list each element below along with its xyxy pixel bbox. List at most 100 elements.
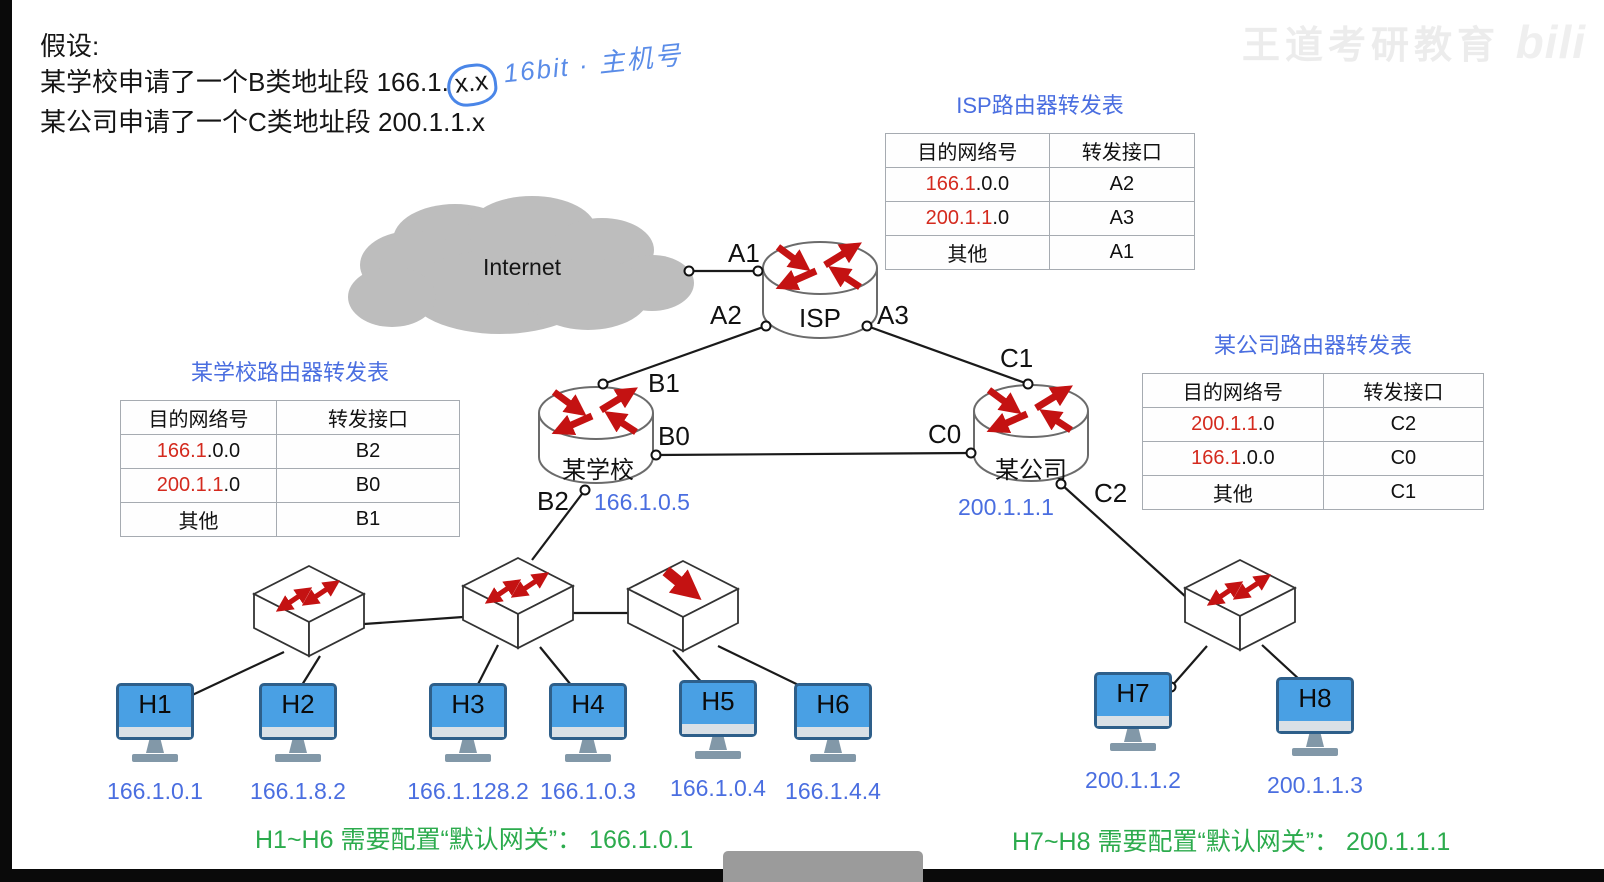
computer-icon: H4 [549,683,627,740]
col-header-iface: 转发接口 [1048,133,1196,168]
port-label-a1: A1 [728,238,760,268]
iface-cell: C2 [1322,407,1485,442]
computer-icon: H1 [116,683,194,740]
iface-cell: C0 [1322,441,1485,476]
iface-cell: A1 [1048,235,1196,270]
host-ip: 166.1.8.2 [250,778,346,804]
table-row: 其他 C1 [1142,475,1485,510]
port-label-b1: B1 [648,368,680,398]
table-row: 200.1.1.0 A3 [885,201,1196,236]
table-row: 200.1.1.0 B0 [120,468,461,503]
iface-cell: B2 [275,434,461,469]
host-name: H8 [1298,683,1332,713]
host-ip: 200.1.1.3 [1267,772,1363,798]
host-ip: 166.1.0.1 [107,778,203,804]
assumption-line1-text: 某学校申请了一个B类地址段 166.1. [40,67,449,97]
table-row: 其他 A1 [885,235,1196,270]
table-row: 166.1.0.0 C0 [1142,441,1485,476]
dest-cell: 200.1.1.0 [120,468,277,503]
col-header-iface: 转发接口 [1322,373,1485,408]
link-a3-c1 [866,324,1029,386]
dest-cell: 200.1.1.0 [1142,407,1324,442]
iface-cell: A2 [1048,167,1196,202]
internet-label: Internet [483,254,561,280]
host-h1: H1 166.1.0.1 [100,683,210,805]
port-label-a2: A2 [710,300,742,330]
link-switch1-h1 [187,651,285,698]
host-h3: H3 166.1.128.2 [407,683,529,805]
switch-icon-company [1185,560,1295,650]
iface-cell: B0 [275,468,461,503]
host-h2: H2 166.1.8.2 [243,683,353,805]
school-router-ip: 166.1.0.5 [594,489,690,515]
host-ip: 166.1.4.4 [785,778,881,804]
dest-cell: 166.1.0.0 [120,434,277,469]
dest-cell: 166.1.0.0 [885,167,1050,202]
iface-cell: C1 [1322,475,1485,510]
school-forwarding-table: 某学校路由器转发表 目的网络号 转发接口 166.1.0.0 B2 200.1.… [120,355,461,537]
port-label-c1: C1 [1000,343,1034,373]
col-header-dest: 目的网络号 [120,400,277,435]
host-ip: 166.1.128.2 [407,778,529,804]
switch-icon-school-2 [463,558,573,648]
company-router-ip: 200.1.1.1 [958,494,1054,520]
assumption-line2: 某公司申请了一个C类地址段 200.1.1.x [40,107,485,137]
assumption-heading: 假设: [40,31,100,61]
link-c2-switch4 [1060,483,1187,598]
isp-forwarding-table: ISP路由器转发表 目的网络号 转发接口 166.1.0.0 A2 200.1.… [885,88,1196,270]
isp-router-label: ISP [799,303,841,333]
port-label-b2: B2 [537,486,569,516]
computer-icon: H8 [1276,677,1354,734]
link-switch4-h7 [1170,645,1208,688]
host-ip: 166.1.0.3 [540,778,636,804]
dest-cell: 其他 [885,235,1050,270]
company-router-label: 某公司 [995,457,1067,484]
school-router-label: 某学校 [562,457,634,484]
dest-cell: 166.1.0.0 [1142,441,1324,476]
host-ip: 166.1.0.4 [670,775,766,801]
computer-icon: H6 [794,683,872,740]
assumption-line1: 某学校申请了一个B类地址段 166.1.x.x [40,61,500,109]
col-header-dest: 目的网络号 [885,133,1050,168]
school-table: 目的网络号 转发接口 166.1.0.0 B2 200.1.1.0 B0 其他 … [120,400,461,537]
col-header-iface: 转发接口 [275,400,461,435]
host-ip: 200.1.1.2 [1085,767,1181,793]
school-table-title: 某学校路由器转发表 [190,360,389,385]
computer-icon: H3 [429,683,507,740]
computer-icon: H5 [679,680,757,737]
bilibili-logo: bili [1515,16,1587,68]
table-row: 166.1.0.0 A2 [885,167,1196,202]
port-label-b0: B0 [658,421,690,451]
company-table: 目的网络号 转发接口 200.1.1.0 C2 166.1.0.0 C0 其他 … [1142,373,1485,510]
dest-cell: 其他 [1142,475,1324,510]
host-name: H6 [816,689,850,719]
host-h7: H7 200.1.1.2 [1078,672,1188,794]
isp-table-title: ISP路由器转发表 [956,93,1124,118]
letterbox-left [0,0,12,882]
company-table-title: 某公司路由器转发表 [1213,333,1412,358]
table-row: 其他 B1 [120,502,461,537]
host-h5: H5 166.1.0.4 [663,680,773,802]
link-b0-c0 [655,451,972,457]
table-row: 200.1.1.0 C2 [1142,407,1485,442]
host-h8: H8 200.1.1.3 [1260,677,1370,799]
company-gateway-note: H7~H8 需要配置“默认网关”： 200.1.1.1 [1012,828,1451,856]
port-label-c2: C2 [1094,478,1128,508]
dest-cell: 其他 [120,502,277,537]
watermark-brand: 王道考研教育 [1242,25,1501,67]
host-name: H4 [571,689,605,719]
isp-table: 目的网络号 转发接口 166.1.0.0 A2 200.1.1.0 A3 其他 … [885,133,1196,270]
iface-cell: B1 [275,502,461,537]
port-label-c0: C0 [928,419,962,449]
host-h6: H6 166.1.4.4 [778,683,888,805]
host-name: H5 [701,686,735,716]
player-overlay-bar[interactable] [723,851,923,882]
internet-cloud-icon [348,196,694,334]
host-name: H3 [451,689,485,719]
watermark: 王道考研教育 bili [1242,14,1586,69]
computer-icon: H7 [1094,672,1172,729]
switch-icon-school-3 [628,561,738,651]
table-row: 166.1.0.0 B2 [120,434,461,469]
